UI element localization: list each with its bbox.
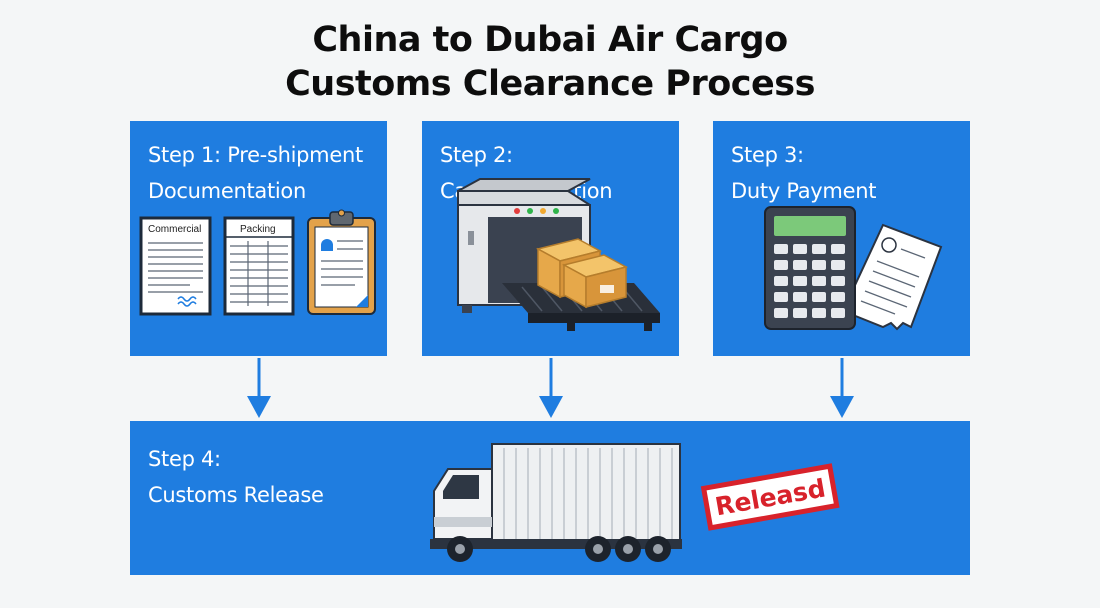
step-2-box: Step 2: Cargo Inspection bbox=[422, 121, 679, 356]
clipboard-icon bbox=[307, 209, 376, 315]
duty-payment-illustration bbox=[764, 206, 943, 331]
packing-list-icon: Packing bbox=[223, 216, 295, 316]
title-line-1: China to Dubai Air Cargo bbox=[312, 20, 788, 60]
step-4-label: Step 4: Customs Release bbox=[148, 441, 324, 513]
step-1-box: Step 1: Pre-shipment Documentation Comme… bbox=[130, 121, 387, 356]
receipt-icon bbox=[841, 223, 943, 331]
arrow-down-icon bbox=[830, 358, 854, 418]
step-1-subtitle: Documentation bbox=[148, 179, 306, 203]
step-2-title: Step 2: bbox=[440, 143, 513, 167]
cargo-box-icon bbox=[535, 238, 629, 309]
arrow-down-icon bbox=[247, 358, 271, 418]
customs-release-illustration: Releasd bbox=[430, 443, 840, 562]
page-title: China to Dubai Air Cargo Customs Clearan… bbox=[0, 18, 1100, 106]
step-1-label: Step 1: Pre-shipment Documentation bbox=[148, 137, 363, 209]
step-3-subtitle: Duty Payment bbox=[731, 179, 877, 203]
packing-doc-label: Packing bbox=[240, 224, 276, 235]
step-4-subtitle: Customs Release bbox=[148, 483, 324, 507]
step-1-title: Step 1: Pre-shipment bbox=[148, 143, 363, 167]
commercial-invoice-icon: Commercial bbox=[139, 216, 212, 316]
step-3-title: Step 3: bbox=[731, 143, 804, 167]
xray-scanner-illustration bbox=[457, 178, 660, 331]
step-4-box: Step 4: Customs Release bbox=[130, 421, 970, 575]
documents-illustration: Commercial Packing bbox=[139, 209, 376, 316]
released-stamp: Releasd bbox=[700, 463, 840, 531]
step-3-label: Step 3: Duty Payment bbox=[731, 137, 876, 209]
arrow-down-icon bbox=[539, 358, 563, 418]
calculator-icon bbox=[764, 206, 856, 330]
step-4-title: Step 4: bbox=[148, 447, 221, 471]
step-3-box: Step 3: Duty Payment bbox=[713, 121, 970, 356]
commercial-doc-label: Commercial bbox=[148, 224, 201, 235]
truck-icon bbox=[430, 443, 682, 562]
title-line-2: Customs Clearance Process bbox=[285, 64, 815, 104]
